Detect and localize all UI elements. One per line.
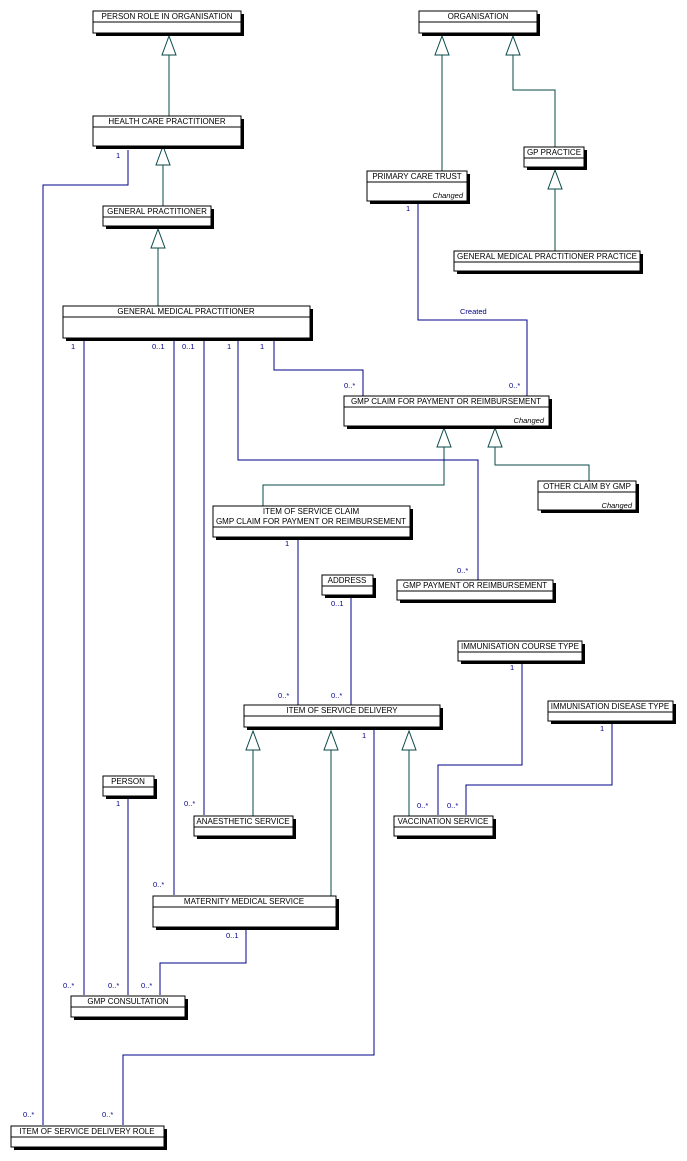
entity-item-of-service-claim[interactable]: ITEM OF SERVICE CLAIM GMP CLAIM FOR PAYM… [212,505,413,540]
entity-maternity-medical-service[interactable]: MATERNITY MEDICAL SERVICE [152,895,339,930]
multiplicity-label: 1 [116,151,120,160]
entity-title: GENERAL PRACTITIONER [107,207,207,216]
multiplicity-label: 1 [362,731,366,740]
multiplicity-labels: 1 1 Created 1 0..1 0..1 1 1 0..* 0..* 1 … [23,151,604,1119]
generalization-triangles [150,34,563,751]
entity-title: ANAESTHETIC SERVICE [196,817,289,826]
entity-subtitle: GMP CLAIM FOR PAYMENT OR REIMBURSEMENT [216,517,406,526]
entity-title: MATERNITY MEDICAL SERVICE [184,897,304,906]
inheritance-arrow-icon [434,34,450,56]
entity-anaesthetic-service[interactable]: ANAESTHETIC SERVICE [193,815,296,839]
entity-title: PERSON [111,777,145,786]
multiplicity-label: 0..* [153,880,164,889]
entity-title: HEALTH CARE PRACTITIONER [108,117,225,126]
entity-other-claim-by-gmp[interactable]: OTHER CLAIM BY GMP Changed [537,480,639,513]
entity-title: VACCINATION SERVICE [398,817,489,826]
multiplicity-label: 0..* [141,981,152,990]
inheritance-arrow-icon [150,227,166,249]
entity-person[interactable]: PERSON [102,775,157,799]
entity-title: IMMUNISATION COURSE TYPE [461,642,579,651]
inheritance-arrow-icon [436,426,452,448]
entity-title: GENERAL MEDICAL PRACTITIONER [117,307,254,316]
entity-gp-practice[interactable]: GP PRACTICE [523,146,587,170]
entity-gmp-payment-or-reimbursement[interactable]: GMP PAYMENT OR REIMBURSEMENT [396,579,556,603]
entity-immunisation-disease-type[interactable]: IMMUNISATION DISEASE TYPE [547,700,676,724]
entity-title: GMP PAYMENT OR REIMBURSEMENT [403,581,547,590]
multiplicity-label: 0..* [184,799,195,808]
entity-primary-care-trust[interactable]: PRIMARY CARE TRUST Changed [366,170,470,204]
multiplicity-label: 0..* [108,981,119,990]
changed-note: Changed [433,191,464,200]
multiplicity-label: 1 [600,724,604,733]
multiplicity-label: 0..* [447,801,458,810]
entity-title: OTHER CLAIM BY GMP [543,482,631,491]
inheritance-arrow-icon [161,34,177,56]
entity-item-of-service-delivery-role[interactable]: ITEM OF SERVICE DELIVERY ROLE [10,1125,167,1150]
multiplicity-label: 0..* [331,691,342,700]
multiplicity-label: 0..* [102,1110,113,1119]
entity-gmp-consultation[interactable]: GMP CONSULTATION [70,995,188,1020]
entity-title: ORGANISATION [448,12,509,21]
entity-title: GP PRACTICE [527,148,581,157]
multiplicity-label: 0..* [509,381,520,390]
multiplicity-label: 0..1 [182,342,195,351]
multiplicity-label: 0..* [278,691,289,700]
multiplicity-label: 1 [260,342,264,351]
entity-title: GENERAL MEDICAL PRACTITIONER PRACTICE [457,252,637,261]
entity-title: ITEM OF SERVICE DELIVERY [286,706,398,715]
entity-title: GMP CLAIM FOR PAYMENT OR REIMBURSEMENT [351,397,541,406]
multiplicity-label: 0..* [457,566,468,575]
multiplicity-label: 1 [406,204,410,213]
entity-gmp-claim-for-payment-or-reimbursement[interactable]: GMP CLAIM FOR PAYMENT OR REIMBURSEMENT C… [343,395,552,429]
multiplicity-label: 0..* [417,801,428,810]
inheritance-arrow-icon [323,729,339,751]
entity-title: GMP CONSULTATION [87,997,168,1006]
entity-general-medical-practitioner-practice[interactable]: GENERAL MEDICAL PRACTITIONER PRACTICE [453,250,643,274]
multiplicity-label: 1 [227,342,231,351]
multiplicity-label: 0..1 [152,342,165,351]
entity-title: ITEM OF SERVICE DELIVERY ROLE [19,1127,154,1136]
entity-health-care-practitioner[interactable]: HEALTH CARE PRACTITIONER [92,115,244,149]
multiplicity-label: 1 [116,799,120,808]
inheritance-arrow-icon [487,426,503,448]
multiplicity-label: 0..* [344,381,355,390]
inheritance-arrow-icon [505,34,521,56]
inheritance-arrow-icon [155,144,171,166]
inheritance-arrow-icon [547,168,563,190]
multiplicity-label: 1 [285,539,289,548]
entity-title: ADDRESS [328,576,367,585]
inheritance-arrow-icon [401,729,417,751]
entity-title: PERSON ROLE IN ORGANISATION [102,12,233,21]
entity-general-medical-practitioner[interactable]: GENERAL MEDICAL PRACTITIONER [62,305,313,341]
multiplicity-label: 1 [71,342,75,351]
inheritance-arrow-icon [245,729,261,751]
entity-immunisation-course-type[interactable]: IMMUNISATION COURSE TYPE [457,640,585,664]
multiplicity-label: 0..* [23,1110,34,1119]
multiplicity-label: 0..1 [226,931,239,940]
entity-general-practitioner[interactable]: GENERAL PRACTITIONER [102,205,214,229]
changed-note: Changed [514,416,545,425]
changed-note: Changed [602,501,633,510]
entity-address[interactable]: ADDRESS [321,574,376,598]
entity-person-role-in-organisation[interactable]: PERSON ROLE IN ORGANISATION [92,10,244,36]
multiplicity-label: 0..* [63,981,74,990]
multiplicity-label: 1 [510,663,514,672]
multiplicity-label: 0..1 [331,599,344,608]
association-name-label: Created [460,307,487,316]
entity-title: IMMUNISATION DISEASE TYPE [551,702,669,711]
entity-item-of-service-delivery[interactable]: ITEM OF SERVICE DELIVERY [243,704,443,730]
entity-organisation[interactable]: ORGANISATION [418,10,540,36]
entity-vaccination-service[interactable]: VACCINATION SERVICE [393,815,496,839]
entity-title: PRIMARY CARE TRUST [372,172,461,181]
association-lines [42,150,613,1125]
entity-title: ITEM OF SERVICE CLAIM [263,507,360,516]
